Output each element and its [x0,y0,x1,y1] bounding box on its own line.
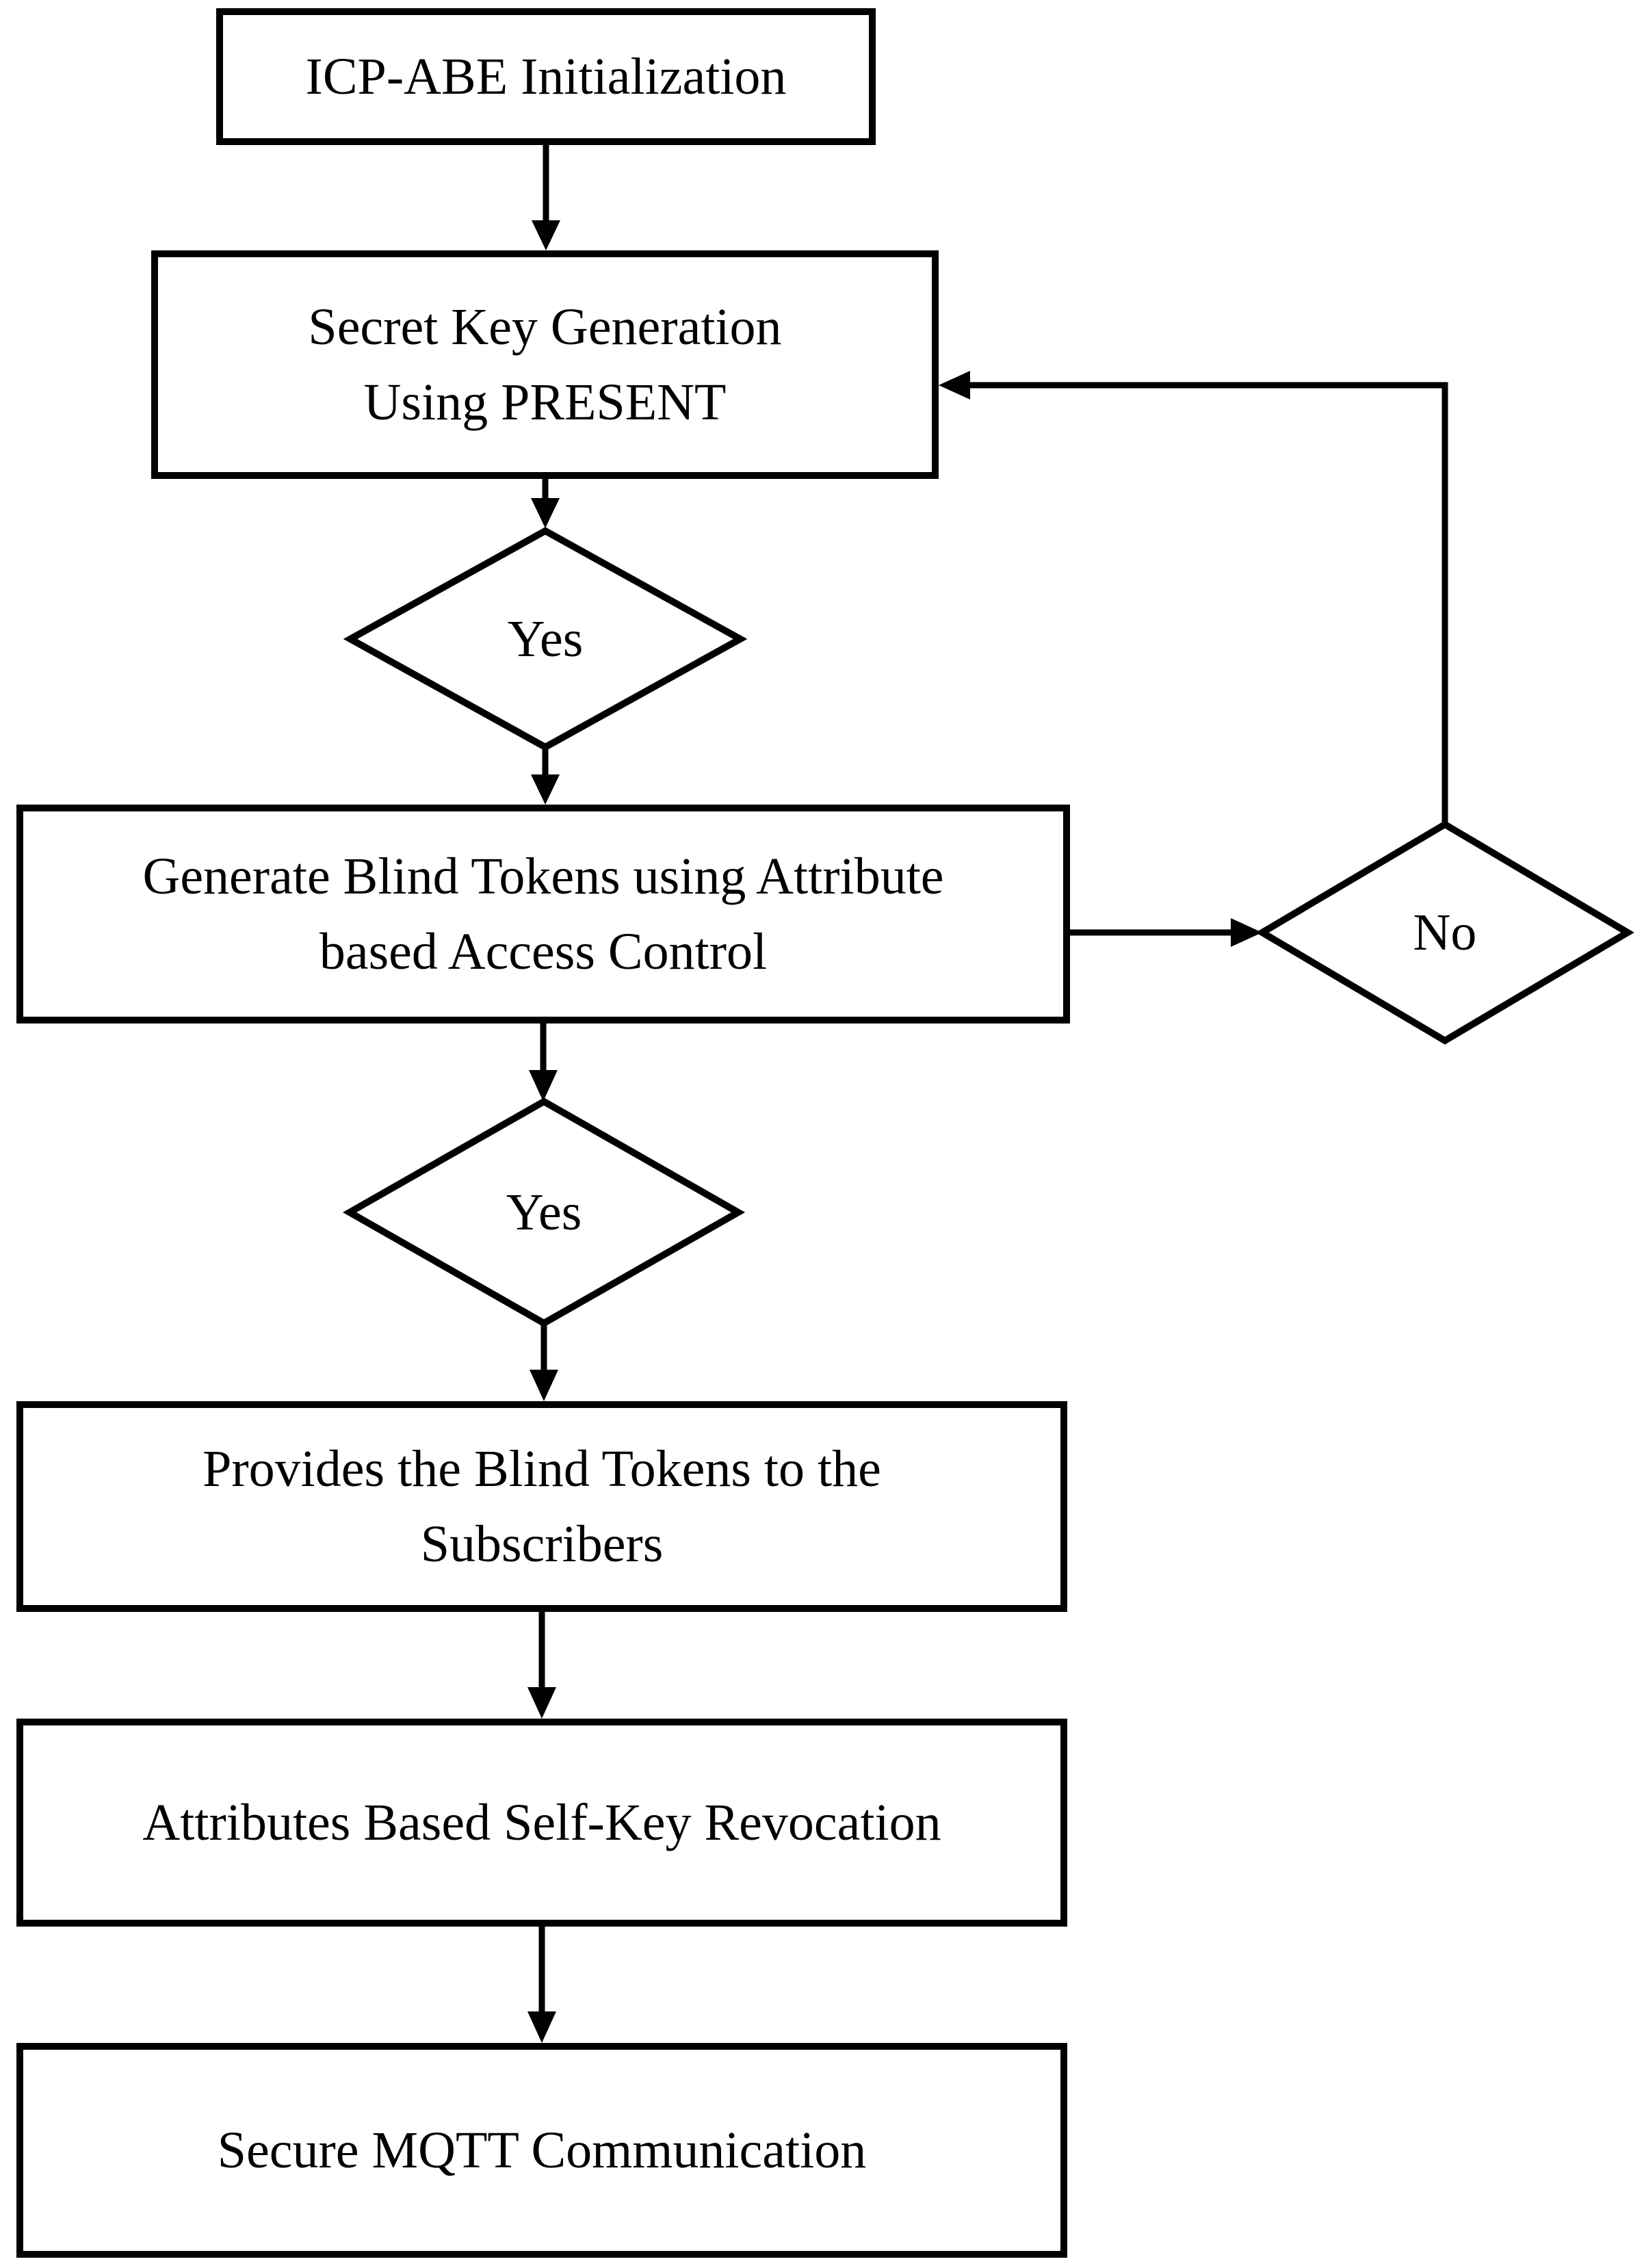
decision-yes-1-shape [343,527,748,751]
node-label: Secret Key Generation [308,298,782,356]
node-label: ICP-ABE Initialization [305,47,787,105]
edge-yes2-to-provides-arrowhead [530,1370,558,1401]
edge-init-to-keygen-arrowhead [532,220,560,250]
edge-generate-to-no-arrowhead [1231,918,1262,947]
edge-provides-to-revocation-arrowhead [527,1687,556,1719]
node-label: based Access Control [319,923,768,980]
decision-yes-2-label: Yes [441,1178,647,1247]
decision-label: Yes [506,1183,582,1241]
edge-keygen-to-yes1-arrowhead [531,498,560,528]
node-label: Secure MQTT Communication [217,2121,867,2179]
node-secret-key-generation: Secret Key Generation Using PRESENT [151,250,939,479]
node-generate-blind-tokens: Generate Blind Tokens using Attribute ba… [16,805,1070,1024]
node-label: Subscribers [420,1515,664,1573]
node-label: Provides the Blind Tokens to the [203,1439,881,1498]
edge-no-to-keygen-arrowhead [939,371,970,400]
decision-label: No [1413,903,1477,961]
decision-yes-1-label: Yes [443,605,648,673]
decision-no-label: No [1342,898,1548,967]
edge-revocation-to-mqtt-arrowhead [527,2011,556,2043]
decision-label: Yes [507,610,584,668]
node-provides-blind-tokens: Provides the Blind Tokens to the Subscri… [16,1401,1067,1612]
node-icp-abe-initialization: ICP-ABE Initialization [216,8,876,145]
node-secure-mqtt-communication: Secure MQTT Communication [16,2043,1067,2258]
edge-yes1-to-generate-arrowhead [531,774,560,805]
node-label: Using PRESENT [363,374,727,431]
node-label: Generate Blind Tokens using Attribute [142,847,944,905]
decision-no-shape [1255,820,1634,1045]
edge-no-to-keygen-line [969,382,1448,826]
decision-yes-2-shape [342,1097,746,1327]
edge-generate-to-yes2-arrowhead [529,1070,558,1102]
node-label: Attributes Based Self-Key Revocation [142,1793,941,1851]
node-attributes-self-key-revocation: Attributes Based Self-Key Revocation [16,1719,1067,1927]
